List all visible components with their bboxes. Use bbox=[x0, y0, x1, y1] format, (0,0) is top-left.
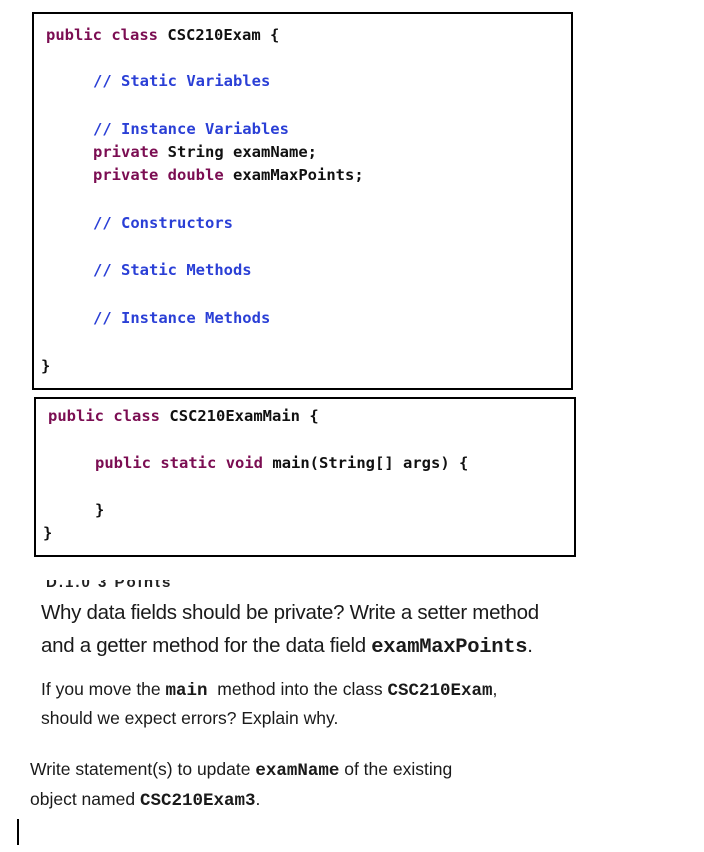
class-declaration-line: public class CSC210ExamMain { bbox=[48, 407, 319, 425]
class-declaration-line: public class CSC210Exam { bbox=[46, 26, 279, 44]
field-exam-name-line: private String examName; bbox=[93, 143, 317, 161]
keyword-static: static bbox=[160, 454, 217, 472]
keyword-public: public bbox=[46, 26, 102, 44]
code-exam-max-points: examMaxPoints bbox=[371, 636, 528, 659]
class-closing-brace: } bbox=[41, 357, 51, 375]
class-name: CSC210Exam { bbox=[167, 26, 280, 44]
keyword-class: class bbox=[111, 26, 159, 44]
question-3-line-2: object named CSC210Exam3. bbox=[30, 789, 261, 811]
keyword-public: public bbox=[48, 407, 104, 425]
code-main: main bbox=[165, 681, 208, 701]
keyword-double: double bbox=[167, 166, 224, 184]
question-1-line-2: and a getter method for the data field e… bbox=[41, 634, 533, 659]
method-closing-brace: } bbox=[95, 501, 105, 519]
comment-instance-methods: // Instance Methods bbox=[93, 309, 271, 327]
comment-static-methods: // Static Methods bbox=[93, 261, 252, 279]
code-csc210exam: CSC210Exam bbox=[387, 681, 493, 701]
class-name: CSC210ExamMain { bbox=[169, 407, 319, 425]
field-exam-name: String examName; bbox=[167, 143, 317, 161]
text-cursor[interactable] bbox=[17, 819, 19, 845]
main-method-signature: public static void main(String[] args) { bbox=[95, 454, 468, 472]
comment-instance-variables: // Instance Variables bbox=[93, 120, 289, 138]
keyword-private: private bbox=[93, 166, 159, 184]
question-2-line-2: should we expect errors? Explain why. bbox=[41, 708, 339, 728]
code-box-main-class: public class CSC210ExamMain { public sta… bbox=[34, 397, 576, 557]
field-exam-max-points: examMaxPoints; bbox=[233, 166, 364, 184]
class-closing-brace: } bbox=[43, 524, 53, 542]
question-3-line-1: Write statement(s) to update examName of… bbox=[30, 759, 453, 781]
section-heading-cut: D.1.0 3 Points bbox=[46, 580, 173, 589]
comment-constructors: // Constructors bbox=[93, 214, 233, 232]
keyword-void: void bbox=[225, 454, 264, 472]
keyword-class: class bbox=[113, 407, 161, 425]
code-exam-name: examName bbox=[255, 761, 340, 781]
code-csc210exam3: CSC210Exam3 bbox=[139, 791, 256, 811]
comment-static-variables: // Static Variables bbox=[93, 72, 271, 90]
question-2-line-1: If you move the main method into the cla… bbox=[41, 679, 498, 701]
question-1-line-1: Why data fields should be private? Write… bbox=[41, 601, 539, 624]
keyword-public: public bbox=[95, 454, 151, 472]
code-box-exam-class: public class CSC210Exam { // Static Vari… bbox=[32, 12, 573, 390]
keyword-private: private bbox=[93, 143, 159, 161]
field-exam-max-points-line: private double examMaxPoints; bbox=[93, 166, 364, 184]
method-signature: main(String[] args) { bbox=[272, 454, 469, 472]
